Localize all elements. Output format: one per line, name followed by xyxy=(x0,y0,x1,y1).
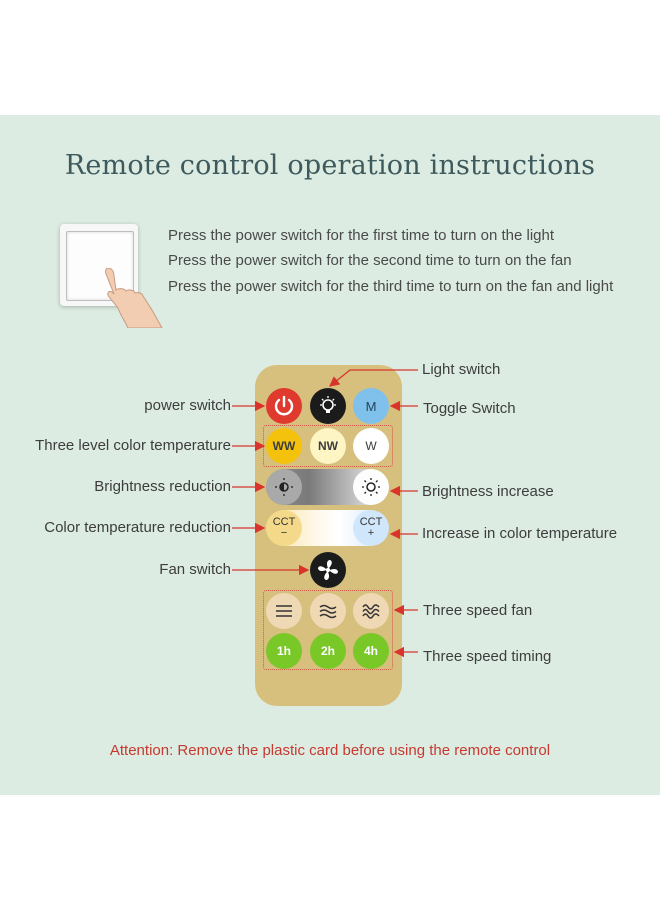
fan-speed-low-icon xyxy=(276,605,292,617)
dim-sun-icon xyxy=(275,478,293,496)
light-switch-button[interactable] xyxy=(310,388,346,424)
cct-minus-button[interactable]: CCT − xyxy=(266,510,302,546)
page-title: Remote control operation instructions xyxy=(64,150,596,181)
bright-sun-icon xyxy=(362,478,380,496)
label-light-switch: Light switch xyxy=(422,361,501,378)
timer-4h-button[interactable]: 4h xyxy=(353,633,389,669)
power-button[interactable] xyxy=(266,388,302,424)
arrow-light-switch xyxy=(328,369,418,387)
power-icon xyxy=(274,395,294,416)
pointing-hand-icon xyxy=(105,268,163,328)
fan-speed-medium-button[interactable] xyxy=(310,593,346,629)
attention-notice: Attention: Remove the plastic card befor… xyxy=(109,742,551,759)
label-three-level-color-temperature: Three level color temperature xyxy=(35,437,231,454)
label-brightness-increase: Brightness increase xyxy=(422,483,554,500)
white-button[interactable]: W xyxy=(353,428,389,464)
label-three-speed-timing: Three speed timing xyxy=(423,648,552,665)
label-brightness-reduction: Brightness reduction xyxy=(94,478,231,495)
fan-speed-high-button[interactable] xyxy=(353,593,389,629)
label-toggle-switch: Toggle Switch xyxy=(423,400,516,417)
mode-toggle-button[interactable]: M xyxy=(353,388,389,424)
fan-icon xyxy=(318,560,338,580)
label-increase-color-temperature: Increase in color temperature xyxy=(422,525,618,542)
label-three-speed-fan: Three speed fan xyxy=(423,602,533,619)
fan-speed-medium-icon xyxy=(319,604,337,619)
brightness-up-button[interactable] xyxy=(353,469,389,505)
instruction-line-1: Press the power switch for the first tim… xyxy=(168,227,555,244)
timer-2h-button[interactable]: 2h xyxy=(310,633,346,669)
fan-speed-low-button[interactable] xyxy=(266,593,302,629)
brightness-down-button[interactable] xyxy=(266,469,302,505)
label-fan-switch: Fan switch xyxy=(159,561,231,578)
fan-timer-group xyxy=(263,590,393,670)
warm-white-button[interactable]: WW xyxy=(266,428,302,464)
neutral-white-button[interactable]: NW xyxy=(310,428,346,464)
instruction-line-3: Press the power switch for the third tim… xyxy=(168,278,614,295)
fan-speed-high-icon xyxy=(362,604,380,619)
label-color-temperature-reduction: Color temperature reduction xyxy=(44,519,231,536)
cct-plus-button[interactable]: CCT + xyxy=(353,510,389,546)
timer-1h-button[interactable]: 1h xyxy=(266,633,302,669)
light-bulb-icon xyxy=(320,396,336,413)
label-power-switch: power switch xyxy=(144,397,231,414)
fan-switch-button[interactable] xyxy=(310,552,346,588)
instruction-line-2: Press the power switch for the second ti… xyxy=(168,252,572,269)
